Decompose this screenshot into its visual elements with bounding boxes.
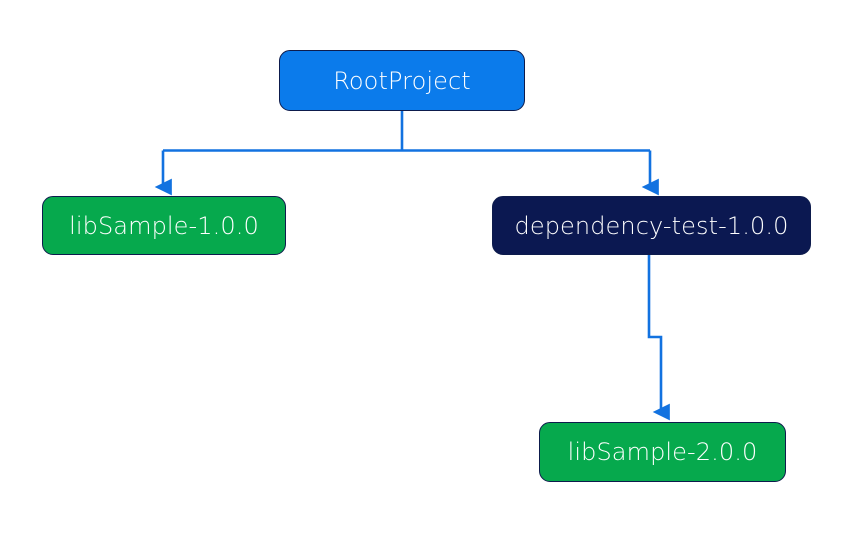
edge-dependency-test-to-libsample-2 bbox=[647, 255, 670, 421]
node-dependency-test-1-0-0[interactable]: dependency-test-1.0.0 bbox=[492, 196, 811, 255]
node-label: dependency-test-1.0.0 bbox=[514, 211, 789, 240]
node-label: libSample-1.0.0 bbox=[69, 211, 259, 240]
node-label: libSample-2.0.0 bbox=[567, 438, 758, 466]
node-libsample-1-0-0[interactable]: libSample-1.0.0 bbox=[42, 196, 286, 255]
node-label: RootProject bbox=[333, 66, 471, 95]
node-root-project[interactable]: RootProject bbox=[279, 50, 525, 111]
node-libsample-2-0-0[interactable]: libSample-2.0.0 bbox=[539, 422, 786, 482]
